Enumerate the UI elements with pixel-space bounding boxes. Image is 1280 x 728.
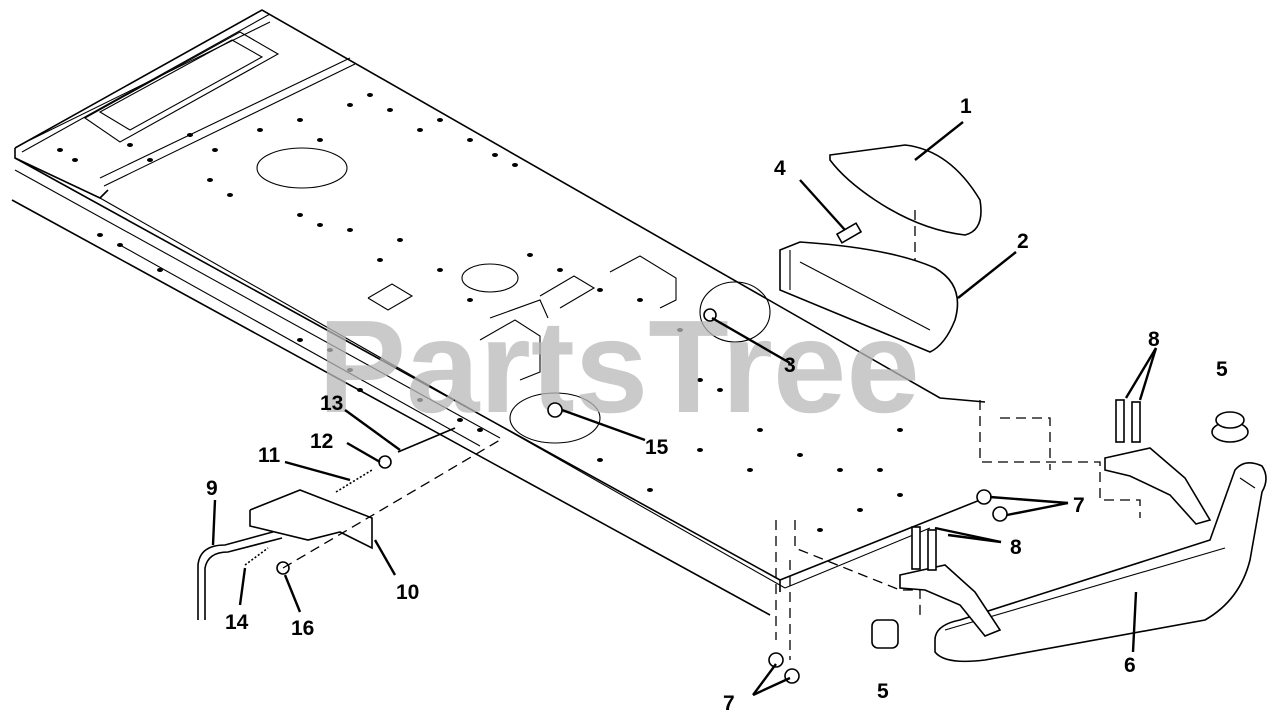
part-8-bolts [911, 399, 1141, 571]
mounting-hole [857, 508, 863, 512]
mounting-hole [697, 378, 703, 382]
mounting-hole [747, 468, 753, 472]
mounting-hole [297, 213, 303, 217]
part-13-pin [397, 427, 456, 453]
mounting-hole [387, 108, 393, 112]
part-12-washer [378, 455, 392, 469]
mounting-hole [317, 138, 323, 142]
mounting-hole [457, 418, 463, 422]
mounting-hole [347, 103, 353, 107]
callout-1: 1 [960, 95, 972, 118]
callout-8-right: 8 [1148, 328, 1160, 351]
callout-3: 3 [784, 354, 796, 377]
mounting-hole [467, 298, 473, 302]
mounting-hole [437, 268, 443, 272]
callout-9: 9 [206, 477, 218, 500]
part-2-mounting-plate [779, 241, 959, 353]
mounting-hole [647, 488, 653, 492]
mounting-hole [677, 328, 683, 332]
callout-5-left: 5 [877, 680, 889, 703]
callout-10: 10 [396, 581, 419, 604]
mounting-hole [207, 178, 213, 182]
mounting-hole [377, 258, 383, 262]
mounting-hole [557, 268, 563, 272]
callout-12: 12 [310, 430, 333, 453]
mounting-hole [57, 148, 63, 152]
mounting-hole [877, 468, 883, 472]
mounting-hole [127, 143, 133, 147]
mounting-hole [467, 138, 473, 142]
frame-holes [57, 93, 903, 532]
mounting-hole [697, 448, 703, 452]
mounting-hole [897, 428, 903, 432]
mounting-hole [757, 428, 763, 432]
part-1-seat-pad [829, 144, 982, 300]
callout-7-right: 7 [1073, 494, 1085, 517]
mounting-hole [257, 128, 263, 132]
callout-7-left: 7 [723, 692, 735, 715]
mounting-hole [897, 493, 903, 497]
mounting-hole [417, 128, 423, 132]
mounting-hole [157, 268, 163, 272]
assembly-dash-lines [775, 400, 1141, 660]
callout-4: 4 [774, 157, 786, 180]
mounting-hole [317, 223, 323, 227]
mounting-hole [797, 453, 803, 457]
callout-13: 13 [320, 392, 343, 415]
mounting-hole [227, 193, 233, 197]
mounting-hole [97, 233, 103, 237]
callout-14: 14 [225, 611, 249, 634]
mounting-hole [417, 398, 423, 402]
mounting-hole [327, 348, 333, 352]
mounting-hole [527, 253, 533, 257]
part-14-bolt [244, 547, 269, 566]
part-5-bushing-left [871, 619, 899, 649]
leader-lines [211, 121, 1158, 697]
watermark-text: PartsTree [318, 293, 920, 440]
part-15-nut [547, 402, 563, 418]
mounting-hole [147, 158, 153, 162]
part-5-bushing-right [1211, 411, 1249, 443]
mounting-hole [297, 118, 303, 122]
callout-15: 15 [645, 436, 669, 459]
part-4-bolt [835, 222, 863, 244]
mounting-hole [437, 118, 443, 122]
part-10-bracket [249, 489, 373, 550]
mounting-hole [347, 368, 353, 372]
callout-2: 2 [1017, 230, 1029, 253]
part-8-bracket-right [1104, 447, 1212, 525]
mounting-hole [297, 338, 303, 342]
mounting-hole [717, 388, 723, 392]
part-9-handle [197, 529, 283, 620]
mounting-hole [837, 468, 843, 472]
mounting-hole [357, 388, 363, 392]
mounting-hole [347, 228, 353, 232]
callout-6: 6 [1124, 654, 1136, 677]
mounting-hole [817, 528, 823, 532]
mounting-hole [477, 428, 483, 432]
part-8-bracket-left [899, 564, 1002, 637]
callout-8-left: 8 [1010, 536, 1022, 559]
callout-5-right: 5 [1216, 358, 1228, 381]
mounting-hole [597, 288, 603, 292]
part-11-spring [335, 469, 373, 493]
mounting-hole [492, 153, 498, 157]
callout-16: 16 [291, 617, 314, 640]
callout-11: 11 [258, 444, 281, 467]
mounting-hole [72, 158, 78, 162]
mounting-hole [397, 238, 403, 242]
mounting-hole [117, 243, 123, 247]
part-7-nuts [768, 489, 1008, 684]
mounting-hole [512, 163, 518, 167]
mounting-hole [187, 133, 193, 137]
callout-labels: 1 2 3 4 5 5 6 7 7 8 8 9 10 11 12 13 14 1… [206, 95, 1228, 715]
mounting-hole [637, 298, 643, 302]
mounting-hole [367, 93, 373, 97]
mounting-hole [597, 458, 603, 462]
frame-plate [11, 9, 986, 616]
mounting-hole [212, 148, 218, 152]
